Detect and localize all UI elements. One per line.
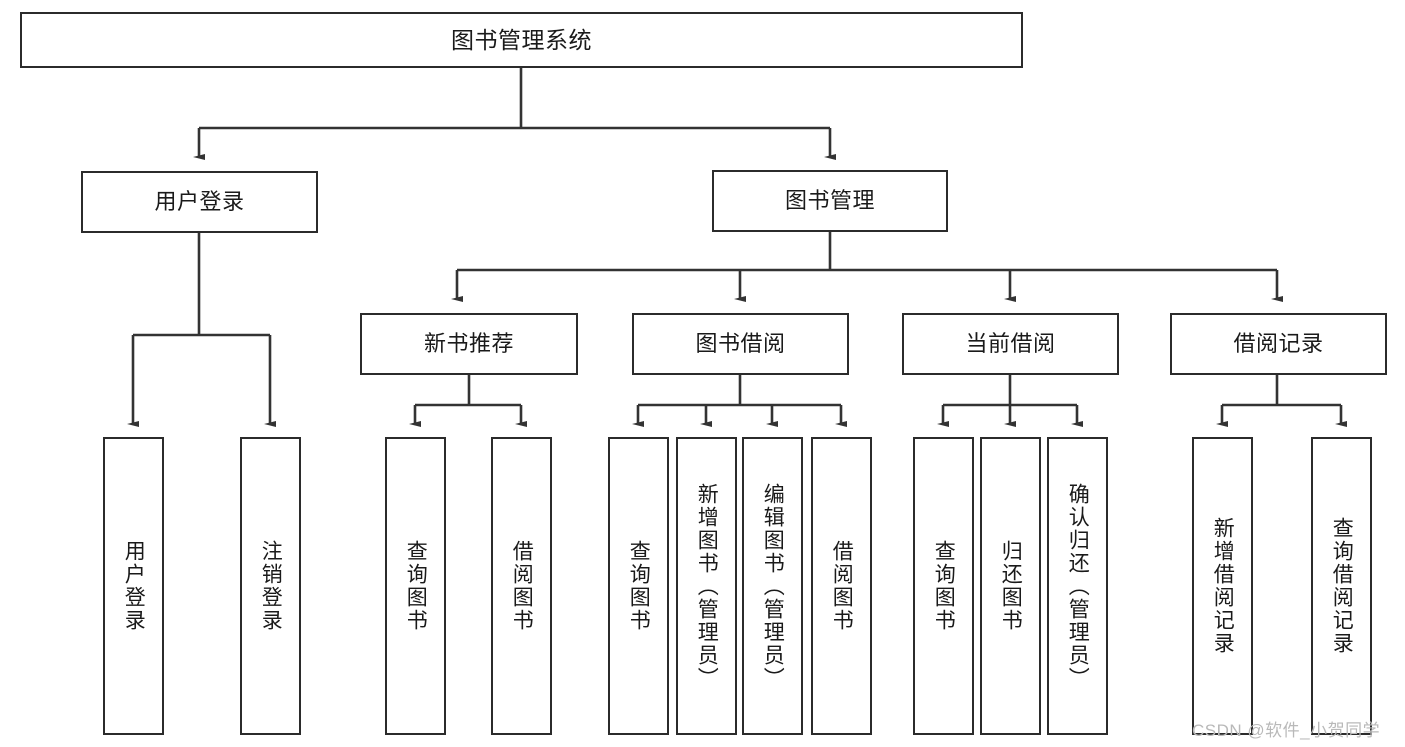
node-label: 新书推荐 xyxy=(423,331,514,357)
leaf-edit-book[interactable]: 编辑图书（管理员） xyxy=(742,437,803,735)
leaf-query-book-3[interactable]: 查询图书 xyxy=(913,437,974,735)
node-borrow-record[interactable]: 借阅记录 xyxy=(1170,313,1387,375)
leaf-label: 注销登录 xyxy=(259,540,283,632)
leaf-logout[interactable]: 注销登录 xyxy=(240,437,301,735)
node-label: 图书管理系统 xyxy=(451,26,592,53)
node-label: 借阅记录 xyxy=(1233,331,1324,357)
node-book-management[interactable]: 图书管理 xyxy=(712,170,948,232)
leaf-confirm-return[interactable]: 确认归还（管理员） xyxy=(1047,437,1108,735)
leaf-label: 查询图书 xyxy=(404,540,428,632)
leaf-query-record[interactable]: 查询借阅记录 xyxy=(1311,437,1372,735)
leaf-label: 查询图书 xyxy=(932,540,956,632)
leaf-add-book[interactable]: 新增图书（管理员） xyxy=(676,437,737,735)
node-label: 用户登录 xyxy=(154,189,245,215)
leaf-label: 查询图书 xyxy=(627,540,651,632)
leaf-label: 新增图书（管理员） xyxy=(695,482,719,690)
leaf-borrow-book-1[interactable]: 借阅图书 xyxy=(491,437,552,735)
leaf-label: 确认归还（管理员） xyxy=(1066,482,1090,690)
node-book-management-system[interactable]: 图书管理系统 xyxy=(20,12,1023,68)
leaf-return-book[interactable]: 归还图书 xyxy=(980,437,1041,735)
leaf-query-book-1[interactable]: 查询图书 xyxy=(385,437,446,735)
node-current-borrow[interactable]: 当前借阅 xyxy=(902,313,1119,375)
leaf-user-login[interactable]: 用户登录 xyxy=(103,437,164,735)
leaf-add-record[interactable]: 新增借阅记录 xyxy=(1192,437,1253,735)
node-user-login[interactable]: 用户登录 xyxy=(81,171,318,233)
node-label: 当前借阅 xyxy=(965,331,1056,357)
leaf-label: 借阅图书 xyxy=(510,540,534,632)
node-label: 图书借阅 xyxy=(695,331,786,357)
leaf-label: 编辑图书（管理员） xyxy=(761,482,785,690)
node-label: 图书管理 xyxy=(784,188,875,214)
leaf-query-book-2[interactable]: 查询图书 xyxy=(608,437,669,735)
leaf-label: 用户登录 xyxy=(122,540,146,632)
leaf-label: 归还图书 xyxy=(999,540,1023,632)
leaf-label: 借阅图书 xyxy=(830,540,854,632)
leaf-borrow-book-2[interactable]: 借阅图书 xyxy=(811,437,872,735)
leaf-label: 查询借阅记录 xyxy=(1330,517,1354,655)
csdn-watermark: CSDN @软件_小贺同学 xyxy=(1192,721,1381,740)
node-book-borrow[interactable]: 图书借阅 xyxy=(632,313,849,375)
leaf-label: 新增借阅记录 xyxy=(1211,517,1235,655)
node-new-book-recommend[interactable]: 新书推荐 xyxy=(360,313,578,375)
